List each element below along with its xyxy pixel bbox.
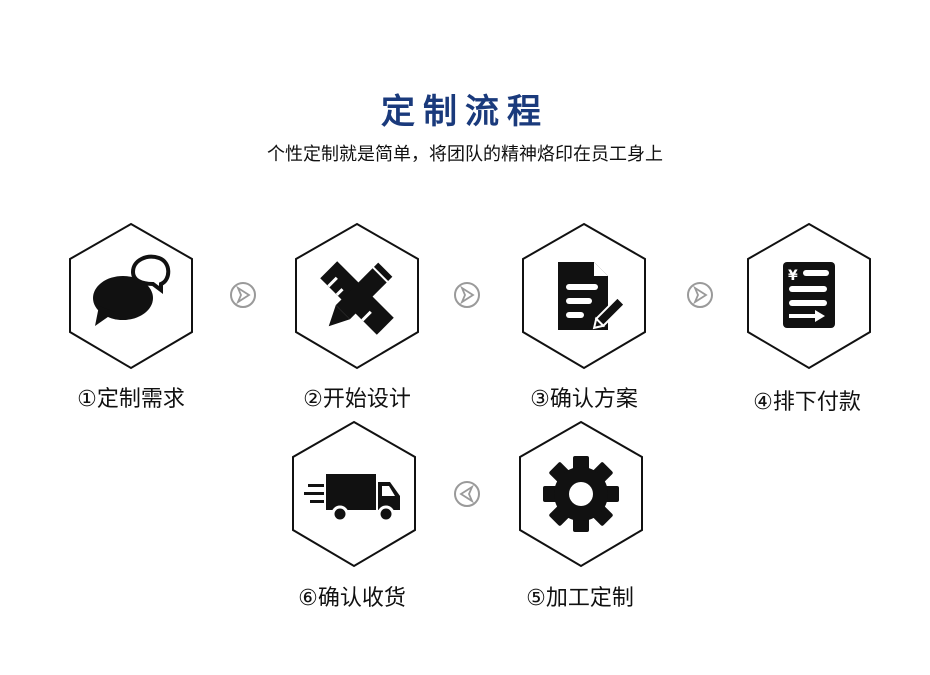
pencil-ruler-icon (320, 261, 394, 335)
speech-bubbles-icon (93, 254, 171, 326)
page-title: 定制流程 (381, 92, 549, 132)
delivery-truck-icon (304, 474, 400, 523)
step-2-label: ②开始设计 (303, 387, 411, 412)
arrow-right-icon (687, 282, 713, 308)
step-1-hexagon (67, 222, 195, 370)
currency-symbol: ¥ (788, 268, 798, 284)
step-6-label: ⑥确认收货 (298, 586, 406, 611)
step-3-hexagon (520, 222, 648, 370)
step-3-label: ③确认方案 (530, 387, 638, 412)
arrow-left-icon (454, 481, 480, 507)
arrow-right-icon (230, 282, 256, 308)
step-2-hexagon (293, 222, 421, 370)
step-4-label: ④排下付款 (753, 390, 861, 415)
step-4-hexagon: ¥ (745, 222, 873, 370)
step-1-label: ①定制需求 (77, 387, 185, 412)
gear-icon (543, 456, 619, 532)
page-subtitle: 个性定制就是简单，将团队的精神烙印在员工身上 (267, 144, 663, 165)
payment-document-icon: ¥ (783, 262, 835, 328)
step-5-hexagon (517, 420, 645, 568)
step-5-label: ⑤加工定制 (526, 586, 634, 611)
arrow-right-icon (454, 282, 480, 308)
document-edit-icon (558, 262, 626, 330)
step-6-hexagon (290, 420, 418, 568)
